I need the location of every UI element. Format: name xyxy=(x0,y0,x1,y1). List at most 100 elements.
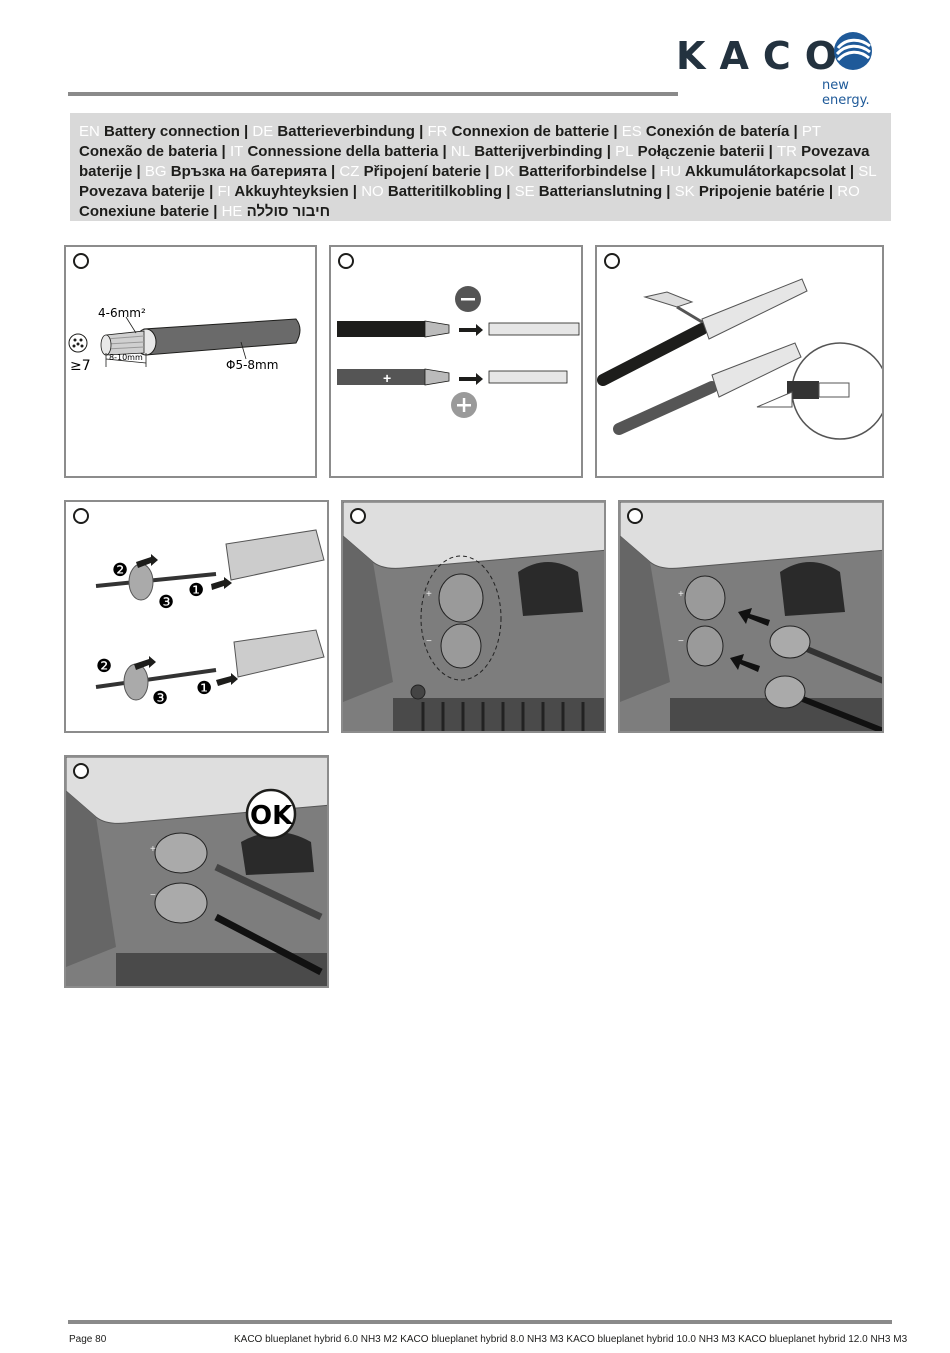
step-marker xyxy=(627,508,643,524)
language-entry: BG Връзка на батерията xyxy=(145,163,327,180)
minus-cable-mark: − xyxy=(383,334,384,336)
step-marker xyxy=(350,508,366,524)
language-entry: SL Povezava baterije xyxy=(79,163,877,200)
connected-ok-illustration: OK + − xyxy=(66,757,327,986)
language-title: Connessione della batteria xyxy=(243,143,439,160)
strand-count-label: ≥7 xyxy=(70,358,91,374)
language-entry: PL Połączenie baterii xyxy=(615,143,764,160)
language-code: IT xyxy=(229,143,244,160)
language-title-box: EN Battery connection | DE Batterieverbi… xyxy=(70,113,891,221)
language-separator: | xyxy=(348,183,362,200)
language-separator: | xyxy=(845,163,859,180)
language-code: EN xyxy=(79,123,100,140)
language-title: Batterieverbindung xyxy=(273,123,415,140)
language-title: Akkuyhteyksien xyxy=(230,183,349,200)
language-separator: | xyxy=(438,143,451,160)
language-title: Връзка на батерията xyxy=(166,163,327,180)
language-title: Pripojenie batérie xyxy=(694,183,825,200)
language-separator: | xyxy=(602,143,616,160)
language-separator: | xyxy=(414,123,428,140)
step2-marker-a: ❷ xyxy=(112,560,128,580)
language-title: Conexiune baterie xyxy=(79,203,210,220)
cable-diameter-label: Φ5-8mm xyxy=(226,358,278,372)
language-separator: | xyxy=(502,183,515,200)
tighten-nut-illustration: ❷ ❶ ❸ ❷ ❶ ❸ xyxy=(95,529,325,708)
step-panel-connector-assembly xyxy=(595,245,884,478)
plus-port-label: + xyxy=(678,589,684,600)
plus-port-label: + xyxy=(426,589,432,600)
logo-wordmark: KACO xyxy=(676,34,852,78)
language-title: Batterijverbinding xyxy=(470,143,603,160)
cable-spec-illustration: 4-6mm² ≥7 8-10mm Φ5-8mm xyxy=(68,306,301,374)
step-marker xyxy=(73,508,89,524)
logo-swoosh-icon xyxy=(834,32,872,70)
language-title: Connexion de batterie xyxy=(447,123,610,140)
language-title: Akkumulátorkapcsolat xyxy=(681,163,846,180)
battery-ports-illustration: + − xyxy=(343,502,604,731)
language-separator: | xyxy=(132,163,145,180)
language-entry: RO Conexiune baterie xyxy=(79,183,860,220)
language-entry: HE חיבור סוללה xyxy=(222,203,331,220)
language-separator: | xyxy=(326,163,340,180)
language-entry: FI Akkuyhteyksien xyxy=(217,183,348,200)
language-entry: HU Akkumulátorkapcsolat xyxy=(660,163,846,180)
language-separator: | xyxy=(209,203,222,220)
language-entry: IT Connessione della batteria xyxy=(230,143,438,160)
language-code: TR xyxy=(776,143,797,160)
page-number: Page 80 xyxy=(69,1334,107,1345)
language-separator: | xyxy=(204,183,218,200)
plug-in-illustration: + − xyxy=(620,502,882,731)
language-entry: EN Battery connection xyxy=(79,123,240,140)
plus-cable-mark: + xyxy=(383,370,391,386)
language-code: ES xyxy=(621,123,642,140)
language-entry: NL Batterijverbinding xyxy=(451,143,603,160)
language-code: SE xyxy=(514,183,535,200)
language-code: PT xyxy=(801,123,822,140)
language-separator: | xyxy=(789,123,802,140)
language-entry: CZ Připojení baterie xyxy=(339,163,481,180)
language-entry: PT Conexão de bateria xyxy=(79,123,821,160)
document-title: KACO blueplanet hybrid 6.0 NH3 M2 KACO b… xyxy=(234,1334,908,1345)
language-title: Batterianslutning xyxy=(534,183,663,200)
language-code: NL xyxy=(450,143,471,160)
footer-rule xyxy=(68,1320,892,1324)
language-code: HU xyxy=(659,163,682,180)
language-code: SL xyxy=(858,163,877,180)
step-marker xyxy=(338,253,354,269)
step-panel-crimp-contacts: + − xyxy=(329,245,583,478)
kaco-logo: KACO new energy. xyxy=(672,30,892,108)
step2-marker-b: ❷ xyxy=(96,656,112,676)
language-code: PL xyxy=(615,143,634,160)
minus-port-label: − xyxy=(678,636,684,647)
minus-port-label: − xyxy=(426,636,432,647)
logo-tagline: new energy. xyxy=(822,78,870,108)
language-title: Batteriforbindelse xyxy=(514,163,648,180)
language-entry: DK Batteriforbindelse xyxy=(494,163,647,180)
step1-marker-b: ❶ xyxy=(196,678,212,698)
language-title: Povezava baterije xyxy=(79,143,870,180)
language-entry: NO Batteritilkobling xyxy=(361,183,502,200)
language-separator: | xyxy=(764,143,777,160)
language-title: Conexão de bateria xyxy=(79,143,218,160)
language-separator: | xyxy=(662,183,675,200)
language-entry: FR Connexion de batterie xyxy=(428,123,610,140)
language-code: SK xyxy=(674,183,695,200)
step-panel-tighten-nut: ❷ ❶ ❸ ❷ ❶ ❸ xyxy=(64,500,329,733)
language-code: BG xyxy=(144,163,167,180)
language-code: DK xyxy=(493,163,515,180)
language-code: CZ xyxy=(339,163,360,180)
cross-section-label: 4-6mm² xyxy=(98,306,146,320)
step-marker xyxy=(73,253,89,269)
language-code: FR xyxy=(427,123,448,140)
language-title: Battery connection xyxy=(99,123,240,140)
step3-marker-b: ❸ xyxy=(152,688,168,708)
language-entry: SK Pripojenie batérie xyxy=(675,183,825,200)
language-code: NO xyxy=(361,183,384,200)
step-panel-battery-ports: + − xyxy=(341,500,606,733)
language-title: Povezava baterije xyxy=(79,183,205,200)
step1-marker-a: ❶ xyxy=(188,580,204,600)
step3-marker-a: ❸ xyxy=(158,592,174,612)
language-separator: | xyxy=(239,123,253,140)
language-code: RO xyxy=(837,183,860,200)
language-title: Połączenie baterii xyxy=(633,143,765,160)
